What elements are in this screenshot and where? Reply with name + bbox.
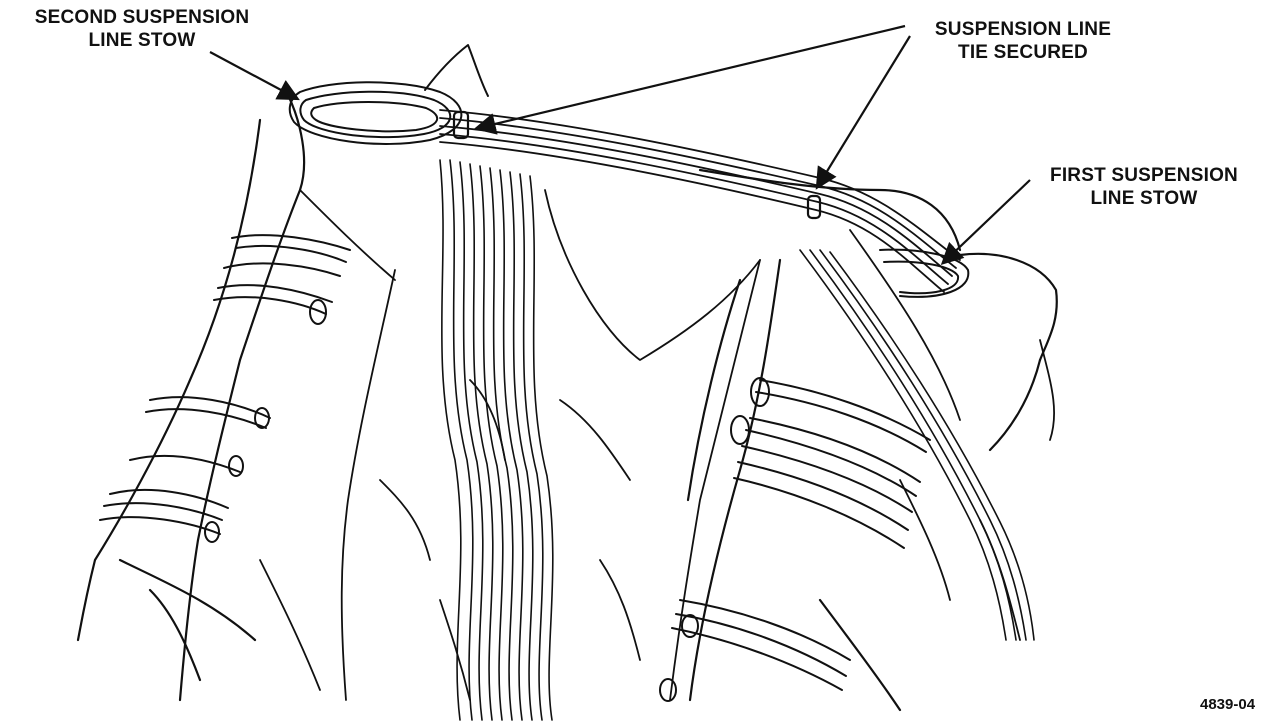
label-line-2: LINE STOW: [1024, 187, 1264, 210]
label-line-1: SECOND SUSPENSION: [8, 6, 276, 29]
arrow-tie-right: [818, 36, 910, 186]
central-canopy-fabric: [260, 190, 1054, 700]
arrow-second-stow: [210, 52, 296, 98]
figure-id: 4839-04: [1200, 696, 1255, 713]
suspension-line-tie-secured-label: SUSPENSION LINE TIE SECURED: [908, 18, 1138, 64]
canopy-apex: [425, 45, 488, 96]
left-stow-bands: [100, 235, 350, 534]
label-line-1: FIRST SUSPENSION: [1024, 164, 1264, 187]
right-stow-bands: [672, 380, 930, 690]
right-canopy-fold: [688, 170, 1057, 710]
label-line-2: TIE SECURED: [908, 41, 1138, 64]
hanging-line-bundle: [440, 160, 553, 720]
first-suspension-line-stow-label: FIRST SUSPENSION LINE STOW: [1024, 164, 1264, 210]
second-suspension-line-stow-label: SECOND SUSPENSION LINE STOW: [8, 6, 276, 52]
arrow-tie-left: [478, 26, 905, 128]
second-line-stow-coil: [290, 82, 462, 144]
right-diagonal-lines: [800, 250, 1034, 640]
arrow-first-stow: [944, 180, 1030, 262]
top-line-bundle: [440, 110, 960, 292]
label-line-2: LINE STOW: [8, 29, 276, 52]
label-line-1: SUSPENSION LINE: [908, 18, 1138, 41]
